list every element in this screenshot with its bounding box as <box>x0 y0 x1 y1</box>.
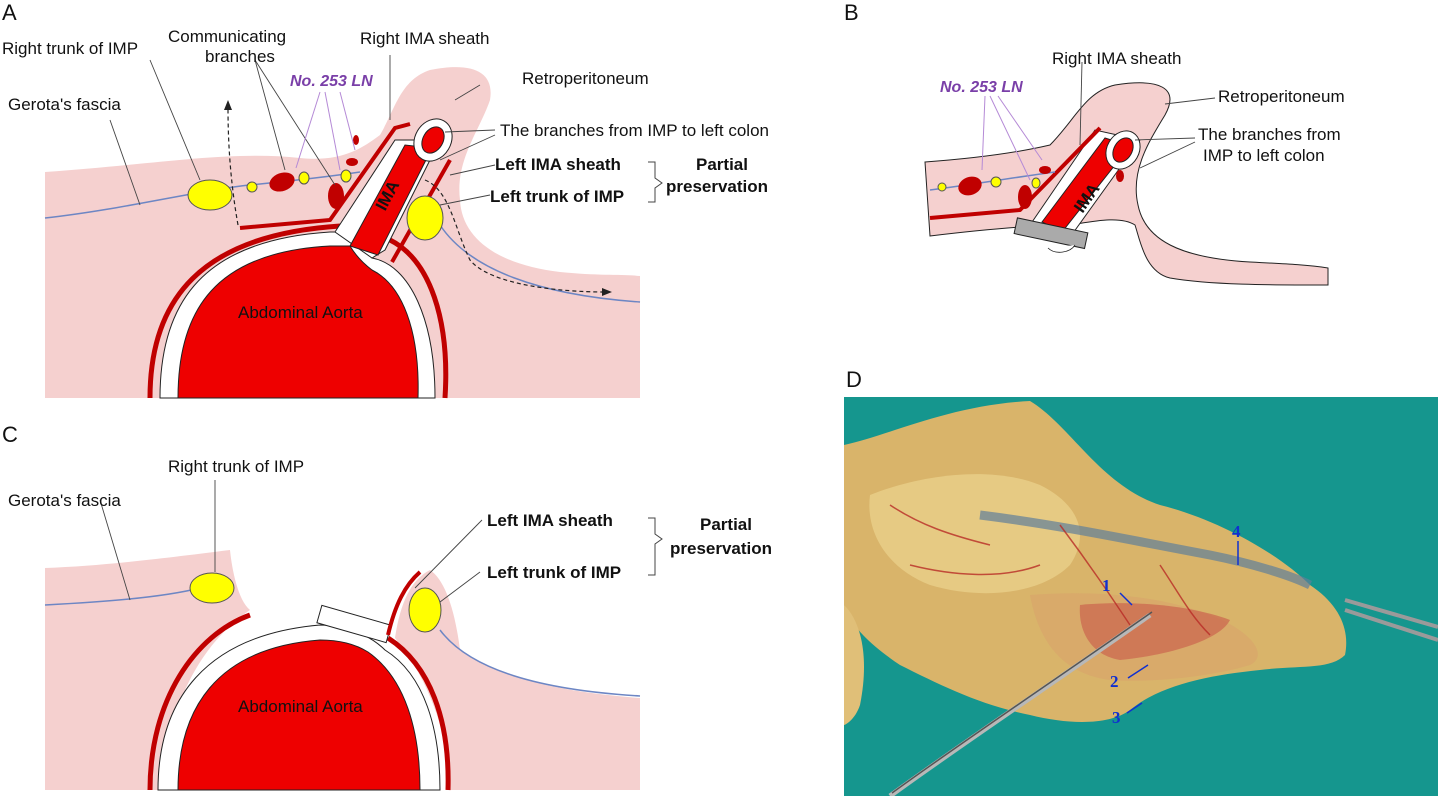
panel-b-diagram: B Right IMA sheath No. 253 LN Retroperit… <box>844 0 1345 286</box>
label-right-ima-sheath-b: Right IMA sheath <box>1052 49 1181 68</box>
brace-c <box>648 517 663 576</box>
marker-3: 3 <box>1112 708 1121 727</box>
right-trunk-imp-node <box>187 179 233 211</box>
label-abdominal-aorta: Abdominal Aorta <box>238 303 363 322</box>
node-b2 <box>958 176 982 196</box>
brace-a <box>648 161 663 203</box>
label-gerotas-fascia: Gerota's fascia <box>8 95 121 114</box>
dashed-arrow-left <box>227 107 239 226</box>
label-branches: branches <box>205 47 275 66</box>
label-branches-b2: IMP to left colon <box>1203 146 1325 165</box>
panel-c: C Right trunk of IMP Gerota's fascia Lef… <box>0 420 830 796</box>
tissue-b <box>924 82 1329 286</box>
nerve-line-c <box>44 587 641 697</box>
label-left-ima-sheath: Left IMA sheath <box>495 155 621 174</box>
label-communicating: Communicating <box>168 27 286 46</box>
node-a6 <box>346 158 358 166</box>
label-retroperitoneum-b: Retroperitoneum <box>1218 87 1345 106</box>
label-preservation: preservation <box>666 177 768 196</box>
label-right-trunk-imp-c: Right trunk of IMP <box>168 457 304 476</box>
clip-fringe-b <box>1047 244 1076 253</box>
marker-2: 2 <box>1110 672 1119 691</box>
label-left-trunk-imp-c: Left trunk of IMP <box>487 563 621 582</box>
small-node-a3 <box>298 171 310 185</box>
label-no253-ln-b: No. 253 LN <box>940 79 1023 96</box>
label-right-trunk-imp: Right trunk of IMP <box>2 39 138 58</box>
ln-arrows-b <box>981 95 1043 181</box>
label-right-ima-sheath: Right IMA sheath <box>360 29 489 48</box>
clip-b <box>1013 217 1089 250</box>
node-a7 <box>353 135 359 145</box>
clamp-right <box>1344 598 1438 642</box>
forceps-tool-shadow <box>891 611 1153 794</box>
label-partial-c: Partial <box>700 515 752 534</box>
tissue-c-right <box>395 570 640 790</box>
left-ima-sheath-line-c <box>386 570 422 636</box>
nerve-line-a <box>44 171 641 303</box>
panel-letter-a: A <box>2 0 17 25</box>
ima-lumen <box>421 126 445 154</box>
abdominal-aorta-c <box>177 639 421 791</box>
specimen-fat-highlight <box>869 474 1080 594</box>
node-b5 <box>1031 177 1041 189</box>
panel-letter-b: B <box>844 0 859 25</box>
specimen-left-fat <box>844 605 865 725</box>
left-trunk-imp-node-c <box>408 587 442 633</box>
label-partial: Partial <box>696 155 748 174</box>
aorta-outer-wall-c <box>147 612 451 791</box>
aorta-outer-wall <box>147 223 449 399</box>
tissue-c <box>45 550 250 790</box>
marker-arrows <box>1119 541 1239 714</box>
right-ima-sheath-line <box>239 122 411 230</box>
specimen-blue-vein <box>979 510 1313 590</box>
ln-arrows-a <box>295 91 356 171</box>
right-ima-sheath-line-b <box>929 126 1102 220</box>
dashed-arrow-left-head <box>224 100 232 110</box>
label-left-ima-sheath-c: Left IMA sheath <box>487 511 613 530</box>
small-node-a5 <box>340 169 352 183</box>
leader-lines-b <box>1079 61 1216 169</box>
marker-4: 4 <box>1232 522 1241 541</box>
label-branches-left-colon: The branches from IMP to left colon <box>500 121 769 140</box>
node-a4 <box>328 183 344 209</box>
leader-lines-a <box>109 55 496 206</box>
label-abdominal-aorta-c: Abdominal Aorta <box>238 697 363 716</box>
dashed-arrow-right <box>424 179 606 293</box>
node-b1 <box>937 182 947 192</box>
panel-c-diagram: C Right trunk of IMP Gerota's fascia Lef… <box>2 422 772 791</box>
specimen-vessel-area <box>1079 603 1230 660</box>
abdominal-aorta <box>177 245 419 399</box>
node-b7 <box>1116 170 1124 182</box>
panel-d-photo: D 1 2 3 4 <box>844 367 1438 796</box>
node-b6 <box>1039 166 1051 174</box>
label-gerotas-fascia-c: Gerota's fascia <box>8 491 121 510</box>
panel-letter-c: C <box>2 422 18 447</box>
node-b4 <box>1018 185 1032 209</box>
panel-a: A Right trunk of IMP Communicating branc… <box>0 0 830 400</box>
ima-lumen-b <box>1112 137 1134 163</box>
right-trunk-imp-node-c <box>189 572 235 604</box>
label-no253-ln: No. 253 LN <box>290 73 373 90</box>
forceps-tool <box>888 612 1152 796</box>
leader-lines-c <box>99 480 483 603</box>
panel-letter-d: D <box>846 367 862 392</box>
node-b3 <box>990 176 1002 188</box>
label-retroperitoneum: Retroperitoneum <box>522 69 649 88</box>
dashed-arrow-right-head <box>602 288 612 296</box>
label-left-trunk-imp: Left trunk of IMP <box>490 187 624 206</box>
small-node-a1 <box>246 181 258 193</box>
left-trunk-imp-node <box>406 195 444 241</box>
marker-1: 1 <box>1102 576 1111 595</box>
node-a2 <box>269 172 295 192</box>
label-branches-b1: The branches from <box>1198 125 1341 144</box>
panel-d: D 1 2 3 4 <box>830 365 1438 796</box>
panel-a-diagram: A Right trunk of IMP Communicating branc… <box>2 0 769 399</box>
label-preservation-c: preservation <box>670 539 772 558</box>
specimen-red-vessels <box>889 504 1211 636</box>
panel-b: B Right IMA sheath No. 253 LN Retroperit… <box>830 0 1438 300</box>
